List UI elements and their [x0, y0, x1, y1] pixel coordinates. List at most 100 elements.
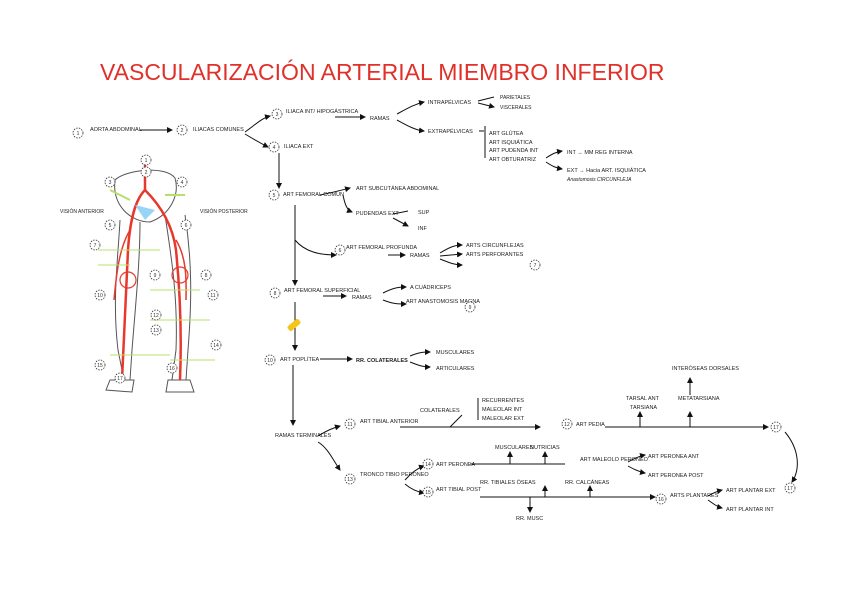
pudendas-ext-label: PUDENDAS EXT	[356, 211, 399, 217]
nutricias-label: NUTRICIAS	[530, 445, 560, 451]
svg-text:2: 2	[181, 128, 184, 134]
femoral-profunda-label: ART FEMORAL PROFUNDA	[346, 245, 417, 251]
cuadriceps-label: A CUÁDRICEPS	[410, 284, 451, 291]
svg-text:14: 14	[425, 462, 431, 468]
maleolar-int-label: MALEOLAR INT	[482, 407, 523, 413]
svg-text:11: 11	[347, 422, 352, 428]
svg-text:16: 16	[658, 497, 664, 503]
tibial-anterior-node: 11 ART TIBIAL ANTERIOR	[344, 418, 419, 430]
svg-text:13: 13	[153, 328, 159, 334]
marker-17	[770, 421, 782, 433]
svg-text:1: 1	[77, 131, 80, 137]
ramas-3-label: RAMAS	[352, 295, 372, 301]
svg-text:13: 13	[347, 477, 353, 483]
svg-text:17: 17	[773, 425, 779, 431]
rr-musc-label: RR. MUSC	[516, 516, 543, 522]
anastomosis-magna-label: ART ANASTOMOSIS MAGNA	[406, 299, 480, 305]
svg-text:14: 14	[213, 343, 219, 349]
highlight-mark	[287, 319, 301, 331]
intrapelvicas-label: INTRAPÉLVICAS	[428, 99, 471, 106]
ramas-terminales-label: RAMAS TERMINALES	[275, 433, 331, 439]
svg-text:4: 4	[273, 145, 276, 151]
art-peronea-node: 14 ART PERONEA	[422, 458, 476, 470]
marker-plantar	[784, 482, 796, 494]
femoral-superficial-label: ART FEMORAL SUPERFICIAL	[284, 288, 360, 294]
musculares-2-label: MUSCULARES	[495, 445, 534, 451]
svg-text:6: 6	[185, 223, 188, 229]
arts-plantares-node: 16 ARTS PLANTARES	[655, 493, 719, 505]
vision-post-label: VISIÓN POSTERIOR	[200, 208, 248, 215]
svg-text:1: 1	[145, 158, 148, 164]
articulares-label: ARTICULARES	[436, 366, 475, 372]
svg-text:15: 15	[425, 490, 431, 496]
maleolo-peroneo-label: ART MALEOLO PERONEO	[580, 457, 649, 463]
interoseas-dorsales-label: INTERÓSEAS DORSALES	[672, 365, 739, 372]
iliacas-comunes-label: ILIACAS COMUNES	[193, 127, 244, 133]
ext-arrow-label: EXT → Hacia ART. ISQUIÁTICA	[567, 167, 646, 174]
tarsal-label: TARSAL ANT	[626, 396, 660, 402]
tibial-anterior-label: ART TIBIAL ANTERIOR	[360, 419, 419, 425]
anastomosis-label: Anastomosis CIRCUNFLEJA	[566, 177, 632, 183]
svg-text:8: 8	[205, 273, 208, 279]
perforantes-label: ARTS PERFORANTES	[466, 252, 524, 258]
svg-text:10: 10	[267, 358, 273, 364]
tronco-tibio-label: TRONCO TIBIO PERONEO	[360, 472, 429, 478]
metatarsiana-label: METATARSIANA	[678, 396, 720, 402]
maleolar-ext-label: MALEOLAR EXT	[482, 416, 525, 422]
poplitea-node: 10 ART POPLÍTEA	[264, 354, 320, 366]
plantar-ext-label: ART PLANTAR EXT	[726, 488, 776, 494]
leg-illustration: VISIÓN ANTERIOR VISIÓN POSTERIOR	[60, 160, 248, 393]
poplitea-label: ART POPLÍTEA	[280, 356, 320, 363]
svg-text:15: 15	[97, 363, 103, 369]
svg-text:12: 12	[564, 422, 570, 428]
femoral-profunda-node: 6 ART FEMORAL PROFUNDA	[334, 244, 417, 256]
svg-text:2: 2	[145, 170, 148, 176]
art-glutea-label: ART GLÚTEA	[489, 130, 524, 137]
marker-9	[464, 301, 476, 313]
iliaca-int-node: 3 ILIACA INT/ HIPOGÁSTRICA	[271, 108, 358, 120]
femoral-comun-node: 5 ART FEMORAL COMÚN	[268, 189, 344, 201]
svg-text:5: 5	[109, 223, 112, 229]
svg-text:11: 11	[210, 293, 215, 299]
svg-text:4: 4	[181, 180, 184, 186]
ramas-2-label: RAMAS	[410, 253, 430, 259]
iliaca-ext-node: 4 ILIACA EXT	[268, 141, 314, 153]
svg-text:7: 7	[94, 243, 97, 249]
int-mm-label: INT → MM REG INTERNA	[567, 150, 633, 156]
svg-text:6: 6	[339, 248, 342, 254]
iliaca-ext-label: ILIACA EXT	[284, 144, 314, 150]
extrapelvicas-label: EXTRAPÉLVICAS	[428, 128, 473, 135]
ramas-1-label: RAMAS	[370, 116, 390, 122]
art-isquiatica-label: ART ISQUIÁTICA	[489, 139, 533, 146]
rr-tibiales-label: RR. TIBIALES ÓSEAS	[480, 479, 536, 486]
iliaca-int-label: ILIACA INT/ HIPOGÁSTRICA	[286, 108, 358, 115]
aorta-label: AORTA ABDOMINAL	[90, 127, 142, 133]
sup-label: SUP	[418, 210, 430, 216]
art-pedia-node: 12 ART PEDIA	[561, 418, 605, 430]
musculares-label: MUSCULARES	[436, 350, 475, 356]
peronea-post-label: ART PERONEA POST	[648, 473, 704, 479]
art-obturatriz-label: ART OBTURATRIZ	[489, 157, 537, 163]
tibial-post-node: 15 ART TIBIAL POST	[422, 486, 482, 498]
svg-text:3: 3	[109, 180, 112, 186]
aorta-node: 1 AORTA ABDOMINAL	[72, 127, 142, 139]
figure-markers: 1 2 3 4 5 6 7 8 9 10 11 12 13 14 15 16 1…	[89, 154, 222, 384]
marker-6	[529, 259, 541, 271]
tronco-tibio-node: 13 TRONCO TIBIO PERONEO	[344, 472, 429, 485]
svg-text:10: 10	[97, 293, 103, 299]
circunflejas-label: ARTS CIRCUNFLEJAS	[466, 243, 524, 249]
svg-text:9: 9	[154, 273, 157, 279]
svg-text:12: 12	[153, 313, 159, 319]
colaterales-ant-label: COLATERALES	[420, 408, 460, 414]
rr-calcaneas-label: RR. CALCÁNEAS	[565, 479, 610, 486]
tarsiana-label: TARSIANA	[630, 405, 657, 411]
svg-text:17: 17	[117, 376, 123, 382]
arts-plantares-label: ARTS PLANTARES	[670, 493, 719, 499]
svg-text:16: 16	[169, 366, 175, 372]
svg-text:3: 3	[276, 112, 279, 118]
art-pudenda-int-label: ART PUDENDA INT	[489, 148, 539, 154]
svg-text:8: 8	[274, 291, 277, 297]
inf-label: INF	[418, 226, 428, 232]
colaterales-label: RR. COLATERALES	[356, 358, 408, 364]
